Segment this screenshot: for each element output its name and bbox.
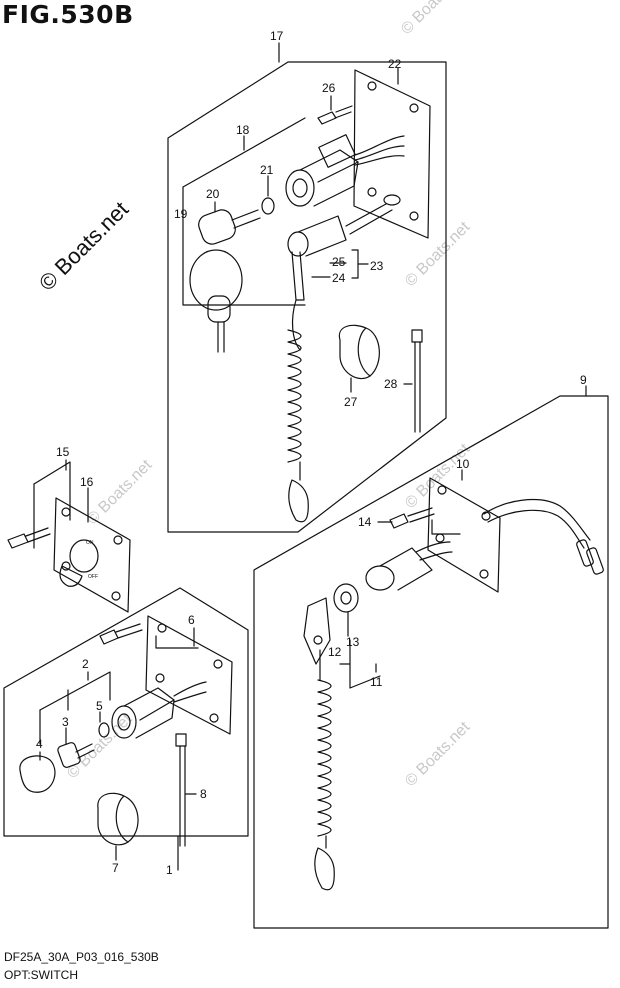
callout-18: 18	[236, 123, 250, 137]
figure-code: DF25A_30A_P03_016_530B	[4, 950, 159, 964]
switch-off-mark: OFF	[88, 574, 98, 580]
switch-on-mark: ON	[86, 540, 94, 546]
callout-28: 28	[384, 377, 398, 391]
stop-switch-11-shape	[365, 565, 395, 591]
key-4-shape	[19, 755, 56, 793]
callout-6: 6	[188, 613, 195, 627]
callout-14: 14	[358, 515, 372, 529]
screw-26-shape	[317, 111, 337, 125]
callout-17: 17	[270, 29, 284, 43]
callout-9: 9	[580, 373, 587, 387]
callout-23: 23	[370, 259, 384, 273]
callout-25: 25	[332, 255, 346, 269]
plate-22-shape	[353, 69, 431, 239]
group-9-frame	[253, 395, 609, 929]
callout-7: 7	[112, 861, 119, 875]
callout-3: 3	[62, 715, 69, 729]
lock-plate-12-shape	[303, 597, 331, 665]
plate-10-shape	[427, 477, 501, 593]
callout-5: 5	[96, 699, 103, 713]
callout-12: 12	[328, 645, 342, 659]
lanyard-lower	[317, 679, 332, 837]
plate-6-shape	[145, 615, 233, 735]
screw-panel-shape	[7, 533, 29, 549]
group-17-frame	[167, 61, 447, 533]
figure-title: FIG.530B	[2, 0, 134, 29]
cap-7-shape	[97, 792, 139, 846]
group-1-frame	[3, 587, 249, 837]
callout-19: 19	[174, 207, 188, 221]
callout-27: 27	[344, 395, 358, 409]
callout-4: 4	[36, 737, 43, 751]
callout-13: 13	[346, 635, 360, 649]
callout-20: 20	[206, 187, 220, 201]
plate-16-shape	[53, 497, 131, 613]
lanyard-upper	[291, 299, 301, 351]
stop-switch-25-shape	[297, 215, 347, 257]
cap-27-shape	[338, 324, 380, 380]
callout-15: 15	[56, 445, 70, 459]
callout-1: 1	[166, 863, 173, 877]
callout-21: 21	[260, 163, 274, 177]
callout-2: 2	[82, 657, 89, 671]
callouts: 1 2 3 4 5 6 7 8 9 10 11 12 13 14 15 16 1…	[36, 29, 587, 877]
ignition-5-shape	[111, 705, 137, 739]
callout-22: 22	[388, 57, 402, 71]
callout-24: 24	[332, 271, 346, 285]
callout-26: 26	[322, 81, 336, 95]
callout-11: 11	[370, 675, 383, 689]
callout-8: 8	[200, 787, 207, 801]
figure-caption: OPT:SWITCH	[4, 968, 78, 982]
key-20-shape	[198, 209, 236, 245]
ignition-cylinder-shape	[285, 169, 315, 207]
callout-10: 10	[456, 457, 470, 471]
callout-16: 16	[80, 475, 94, 489]
